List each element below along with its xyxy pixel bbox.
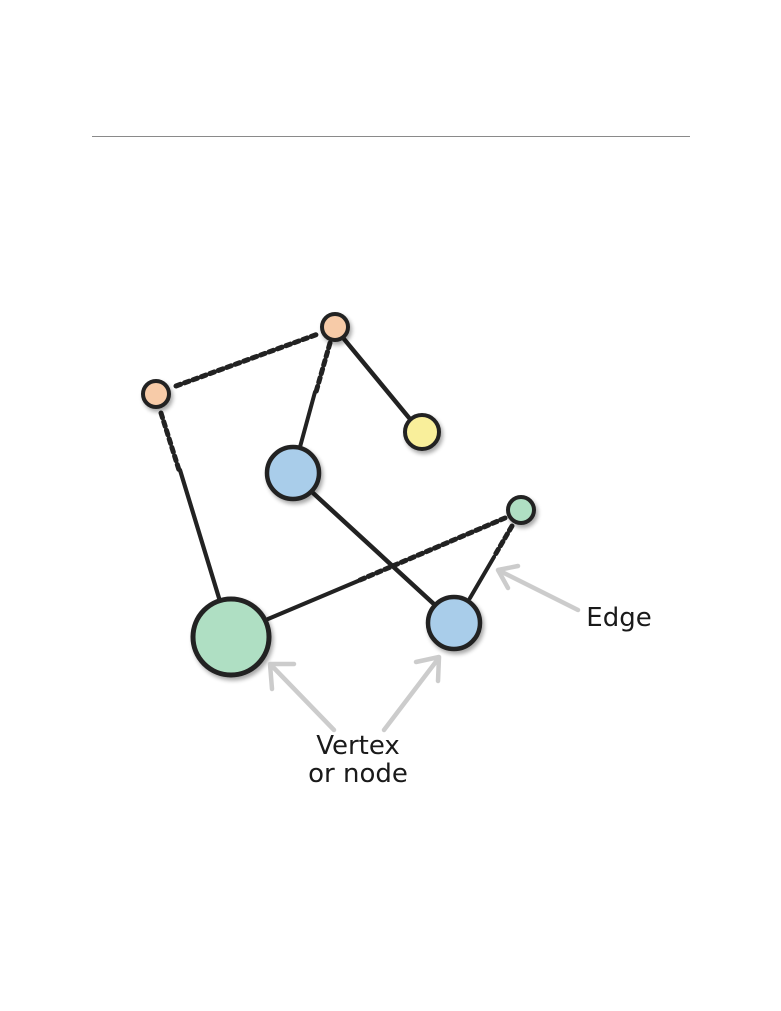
edge-n5-n7 xyxy=(468,523,515,600)
node-n7 xyxy=(425,594,483,652)
top-divider xyxy=(92,136,690,137)
node-n4 xyxy=(264,444,322,502)
vertex-arrow-right xyxy=(381,654,442,733)
edge-n1-n6 xyxy=(158,410,222,601)
edge-n6-n5 xyxy=(265,515,508,622)
edge-arrow xyxy=(495,563,581,613)
nodes xyxy=(141,312,536,678)
vertex-label-line1: Vertex xyxy=(316,731,400,761)
edge-label: Edge xyxy=(586,603,651,633)
edge-n2-n3 xyxy=(341,336,413,422)
node-n6 xyxy=(190,596,272,678)
labels: Vertex or node Edge xyxy=(308,603,652,789)
node-n1 xyxy=(141,379,171,409)
edge-n1-n2 xyxy=(173,331,321,389)
vertex-label-line2: or node xyxy=(308,759,408,789)
annotation-arrows xyxy=(267,563,581,733)
vertex-arrow-left xyxy=(267,661,337,733)
node-n3 xyxy=(403,413,441,451)
edges xyxy=(158,331,515,622)
edge-n2-n4 xyxy=(298,340,333,449)
node-n5 xyxy=(506,495,536,525)
node-n2 xyxy=(320,312,350,342)
edge-n4-n7 xyxy=(309,489,439,609)
